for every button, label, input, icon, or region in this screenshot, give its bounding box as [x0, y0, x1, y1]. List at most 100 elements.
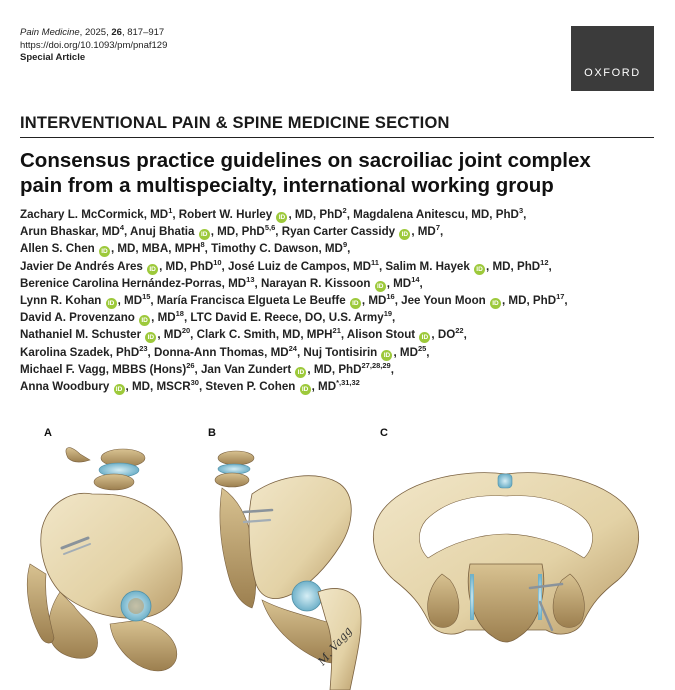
author-name: , Jan Van Zundert: [194, 362, 295, 376]
author-line: Allen S. Chen ID, MD, MBA, MPH8, Timothy…: [20, 240, 665, 258]
journal-name: Pain Medicine: [20, 27, 80, 38]
author-list: Zachary L. McCormick, MD1, Robert W. Hur…: [20, 206, 665, 396]
separator: ,: [347, 242, 351, 256]
orcid-icon[interactable]: ID: [98, 246, 110, 258]
author-name: , Alison Stout: [340, 328, 419, 342]
author-line: Javier De Andrés Ares ID, MD, PhD10, Jos…: [20, 258, 665, 275]
affiliation-ref: 23: [139, 343, 148, 353]
citation-year: , 2025,: [79, 27, 112, 38]
author-degree: , MD: [361, 294, 387, 308]
orcid-icon[interactable]: ID: [198, 229, 210, 241]
orcid-icon[interactable]: ID: [381, 349, 393, 361]
panel-c-illustration: [373, 472, 639, 643]
author-line: Anna Woodbury ID, MD, MSCR30, Steven P. …: [20, 378, 665, 396]
affiliation-ref: 19: [383, 309, 393, 319]
affiliation-ref: 3: [518, 206, 524, 216]
orcid-icon[interactable]: ID: [399, 229, 411, 241]
author-degree: , MD: [157, 328, 182, 342]
panel-a-illustration: [26, 447, 183, 672]
author-name: , Steven P. Cohen: [198, 380, 299, 394]
separator: ,: [419, 276, 423, 290]
affiliation-ref: 7: [435, 223, 440, 233]
section-heading: INTERVENTIONAL PAIN & SPINE MEDICINE SEC…: [20, 114, 450, 132]
author-name: , Magdalena Anitescu, MD, PhD: [346, 208, 519, 221]
affiliation-ref: 10: [213, 257, 222, 267]
panel-label-c: C: [380, 427, 388, 439]
affiliation-ref: 13: [246, 274, 255, 284]
affiliation-ref: 26: [186, 360, 195, 370]
affiliation-ref: 4: [119, 223, 125, 233]
orcid-icon[interactable]: ID: [474, 263, 486, 275]
author-name: Zachary L. McCormick, MD: [20, 208, 169, 221]
publisher-logo-text: OXFORD: [584, 67, 641, 79]
section-divider: [20, 137, 654, 138]
author-degree: , MD: [311, 380, 337, 394]
affiliation-ref: 11: [371, 257, 379, 267]
author-name: Javier De Andrés Ares: [20, 259, 147, 273]
affiliation-ref: 20: [181, 326, 191, 336]
orcid-icon[interactable]: ID: [419, 332, 431, 344]
author-name: Lynn R. Kohan: [20, 294, 105, 308]
author-name: , Nuj Tontisirin: [296, 345, 381, 359]
author-name: Nathaniel M. Schuster: [20, 328, 145, 342]
orcid-icon[interactable]: ID: [105, 298, 117, 310]
author-name: , Narayan R. Kissoon: [254, 276, 374, 290]
citation-pages: , 817–917: [121, 27, 165, 38]
separator: ,: [390, 362, 394, 376]
title-line-1: Consensus practice guidelines on sacroil…: [20, 149, 591, 172]
affiliation-ref: *,31,32: [336, 378, 360, 388]
author-name: David A. Provenzano: [20, 311, 139, 325]
author-degree: , MD, MBA, MPH: [110, 242, 201, 256]
orcid-icon[interactable]: ID: [299, 384, 311, 396]
author-name: , Timothy C. Dawson, MD: [204, 242, 343, 256]
orcid-icon[interactable]: ID: [139, 315, 151, 327]
affiliation-ref: 14: [411, 274, 420, 284]
author-degree: , MD, PhD: [501, 294, 557, 308]
separator: ,: [463, 328, 467, 342]
author-line: Zachary L. McCormick, MD1, Robert W. Hur…: [20, 206, 665, 223]
affiliation-ref: 5,6: [264, 223, 276, 233]
author-degree: , MD, PhD: [288, 208, 343, 221]
orcid-icon[interactable]: ID: [113, 384, 125, 396]
affiliation-ref: 15: [142, 292, 151, 302]
orcid-icon[interactable]: ID: [147, 263, 159, 275]
affiliation-ref: 24: [288, 343, 297, 353]
affiliation-ref: 9: [342, 240, 348, 250]
author-name: Allen S. Chen: [20, 242, 98, 256]
author-line: Michael F. Vagg, MBBS (Hons)26, Jan Van …: [20, 361, 665, 378]
separator: ,: [439, 225, 444, 239]
author-name: , Anuj Bhatia: [124, 225, 198, 239]
author-degree: , DO: [431, 328, 456, 342]
author-name: , Salim M. Hayek: [378, 259, 474, 273]
orcid-icon[interactable]: ID: [374, 280, 386, 292]
author-name: Michael F. Vagg, MBBS (Hons): [20, 362, 187, 376]
orcid-icon[interactable]: ID: [349, 298, 361, 310]
panel-b-illustration: M. Vagg: [214, 450, 362, 690]
orcid-icon[interactable]: ID: [489, 298, 501, 310]
author-degree: , MD, PhD: [210, 225, 265, 239]
orcid-icon[interactable]: ID: [295, 366, 307, 378]
title-line-2: pain from a multispecialty, internationa…: [20, 174, 554, 197]
separator: ,: [564, 294, 568, 308]
author-name: , LTC David E. Reece, DO, U.S. Army: [183, 311, 384, 325]
article-type: Special Article: [20, 52, 86, 63]
orcid-icon[interactable]: ID: [145, 332, 157, 344]
author-degree: , MD: [117, 294, 143, 308]
affiliation-ref: 30: [190, 378, 199, 388]
author-name: , María Francisca Elgueta Le Beuffe: [150, 294, 349, 308]
author-name: Berenice Carolina Hernández-Porras, MD: [20, 276, 247, 290]
author-line: David A. Provenzano ID, MD18, LTC David …: [20, 309, 665, 327]
doi-link[interactable]: https://doi.org/10.1093/pm/pnaf129: [20, 39, 168, 51]
citation-volume: 26: [111, 27, 122, 38]
affiliation-ref: 18: [175, 309, 184, 319]
author-degree: , MD: [151, 311, 176, 325]
author-degree: , MD, PhD: [307, 362, 362, 376]
article-metadata: Pain Medicine, 2025, 26, 817–917 https:/…: [20, 27, 167, 65]
separator: ,: [426, 345, 430, 359]
orcid-icon[interactable]: ID: [276, 212, 288, 223]
citation-line: Pain Medicine, 2025, 26, 817–917: [20, 27, 167, 40]
affiliation-ref: 25: [417, 343, 427, 353]
author-name: Anna Woodbury: [20, 380, 113, 394]
panel-label-a: A: [44, 427, 52, 439]
author-name: , José Luiz de Campos, MD: [221, 259, 372, 273]
